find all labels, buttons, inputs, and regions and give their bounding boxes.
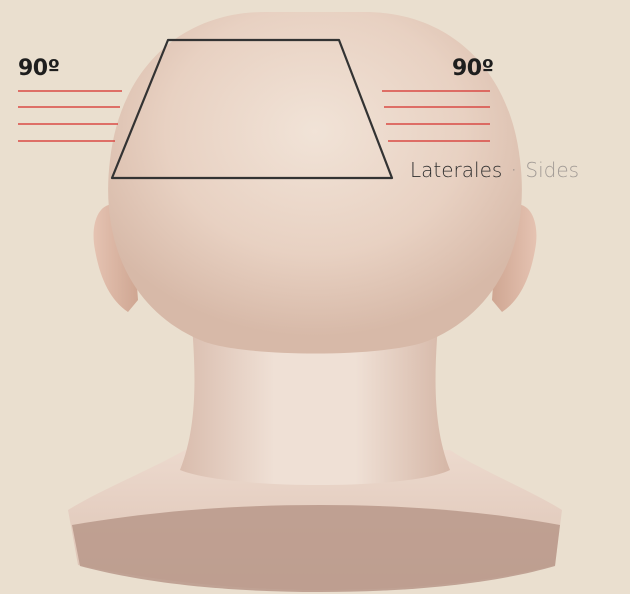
section-name-primary: Laterales (410, 158, 502, 182)
section-name-secondary: Sides (525, 158, 579, 182)
section-name-separator: · (509, 158, 519, 182)
left-angle-label: 90º (18, 58, 60, 80)
left-guide-lines (18, 91, 122, 141)
section-name-label: Laterales · Sides (410, 160, 579, 180)
shoulders-base-shadow (72, 505, 560, 592)
right-angle-label: 90º (452, 58, 494, 80)
